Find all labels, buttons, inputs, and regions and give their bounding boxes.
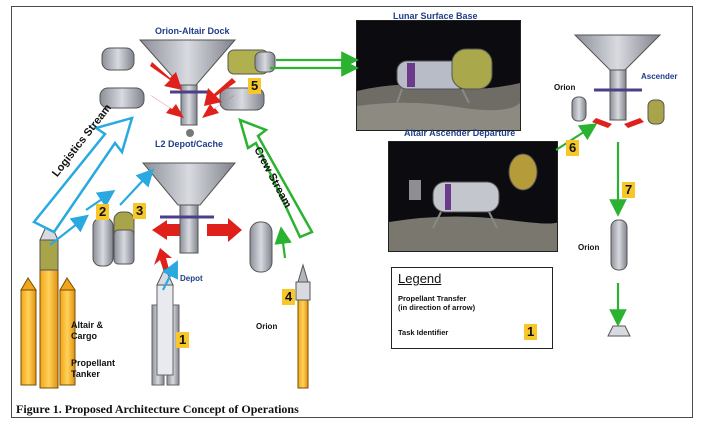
depot-launch-vehicle (151, 266, 180, 386)
task-badge-5: 5 (248, 78, 262, 94)
orion-right-label: Orion (578, 243, 600, 252)
depot-label: Depot (180, 274, 203, 283)
heavy-launch-vehicle (20, 218, 76, 389)
orion-altair-dock-label: Orion-Altair Dock (155, 26, 230, 36)
task-badge-7: 7 (622, 182, 636, 198)
altair-cargo-label: Altair & Cargo (71, 320, 104, 341)
legend-box: Legend Propellant Transfer (in direction… (391, 267, 553, 349)
crew-stream-arrow (238, 117, 314, 239)
lunar-surface-base-image (356, 20, 521, 131)
logistics-stream-arrow (32, 116, 134, 234)
propellant-tanker-label: Propellant Tanker (71, 358, 116, 379)
task-badge-6: 6 (566, 140, 580, 156)
orion-altair-dock-cluster (99, 39, 276, 137)
figure-caption: Figure 1. Proposed Architecture Concept … (16, 402, 299, 416)
legend-task-identifier: Task Identifier (398, 328, 449, 337)
legend-title: Legend (398, 271, 442, 286)
legend-task-sample-badge: 1 (524, 324, 538, 340)
ascender-label: Ascender (641, 72, 678, 81)
l2-depot-cache-label: L2 Depot/Cache (155, 139, 224, 149)
altair-ascender-departure-image (388, 141, 558, 252)
altair-ascender-departure-label: Altair Ascender Departure (404, 128, 516, 138)
lunar-surface-base-label: Lunar Surface Base (393, 11, 478, 21)
task-badge-3: 3 (133, 203, 147, 219)
legend-direction-note: (in direction of arrow) (398, 303, 476, 312)
orion-launch-vehicle (295, 263, 311, 389)
task-badge-1: 1 (176, 332, 190, 348)
orion-top-label: Orion (554, 83, 576, 92)
task-badge-4: 4 (282, 289, 296, 305)
orion-launch-label: Orion (256, 322, 278, 331)
legend-propellant-transfer: Propellant Transfer (398, 294, 467, 303)
l2-depot (141, 162, 237, 254)
task-badge-2: 2 (96, 204, 110, 220)
